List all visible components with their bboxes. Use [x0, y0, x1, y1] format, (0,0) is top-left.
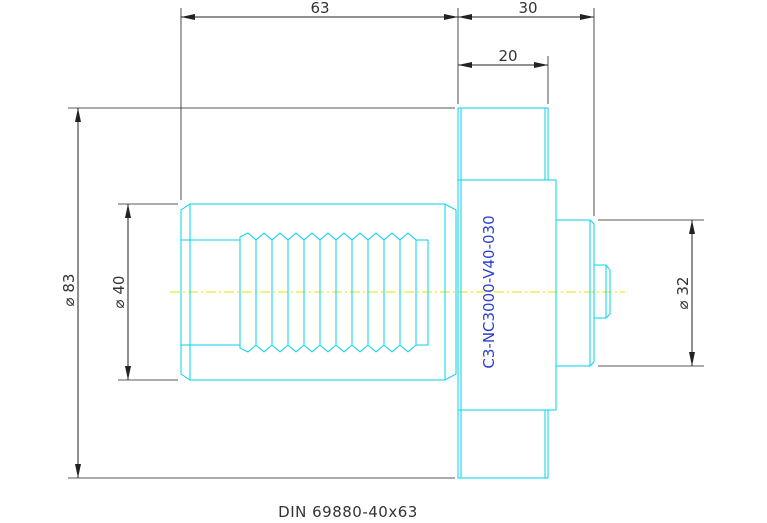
dimension-20: 20: [458, 47, 549, 104]
dimension-dia-40-label: ⌀ 40: [110, 276, 128, 309]
dimension-30-label: 30: [518, 0, 537, 17]
tool-holder-outline: [180, 107, 611, 479]
dimension-63: 63: [180, 0, 459, 200]
boss-outline: [555, 219, 595, 367]
dimension-dia-83: ⌀ 83: [60, 107, 455, 479]
dimension-20-label: 20: [498, 47, 517, 65]
dimension-30: 30: [458, 0, 595, 216]
drawing-caption: DIN 69880-40x63: [278, 503, 418, 521]
dimension-dia-32-label: ⌀ 32: [674, 277, 692, 310]
groove-lines: [255, 240, 417, 345]
part-number-label: C3-NC3000-V40-030: [480, 215, 498, 368]
dimension-63-label: 63: [310, 0, 329, 17]
dimension-dia-40: ⌀ 40: [110, 203, 178, 381]
dimension-dia-32: ⌀ 32: [598, 219, 704, 367]
dimension-dia-83-label: ⌀ 83: [60, 274, 78, 307]
flange-outline: [457, 107, 557, 479]
